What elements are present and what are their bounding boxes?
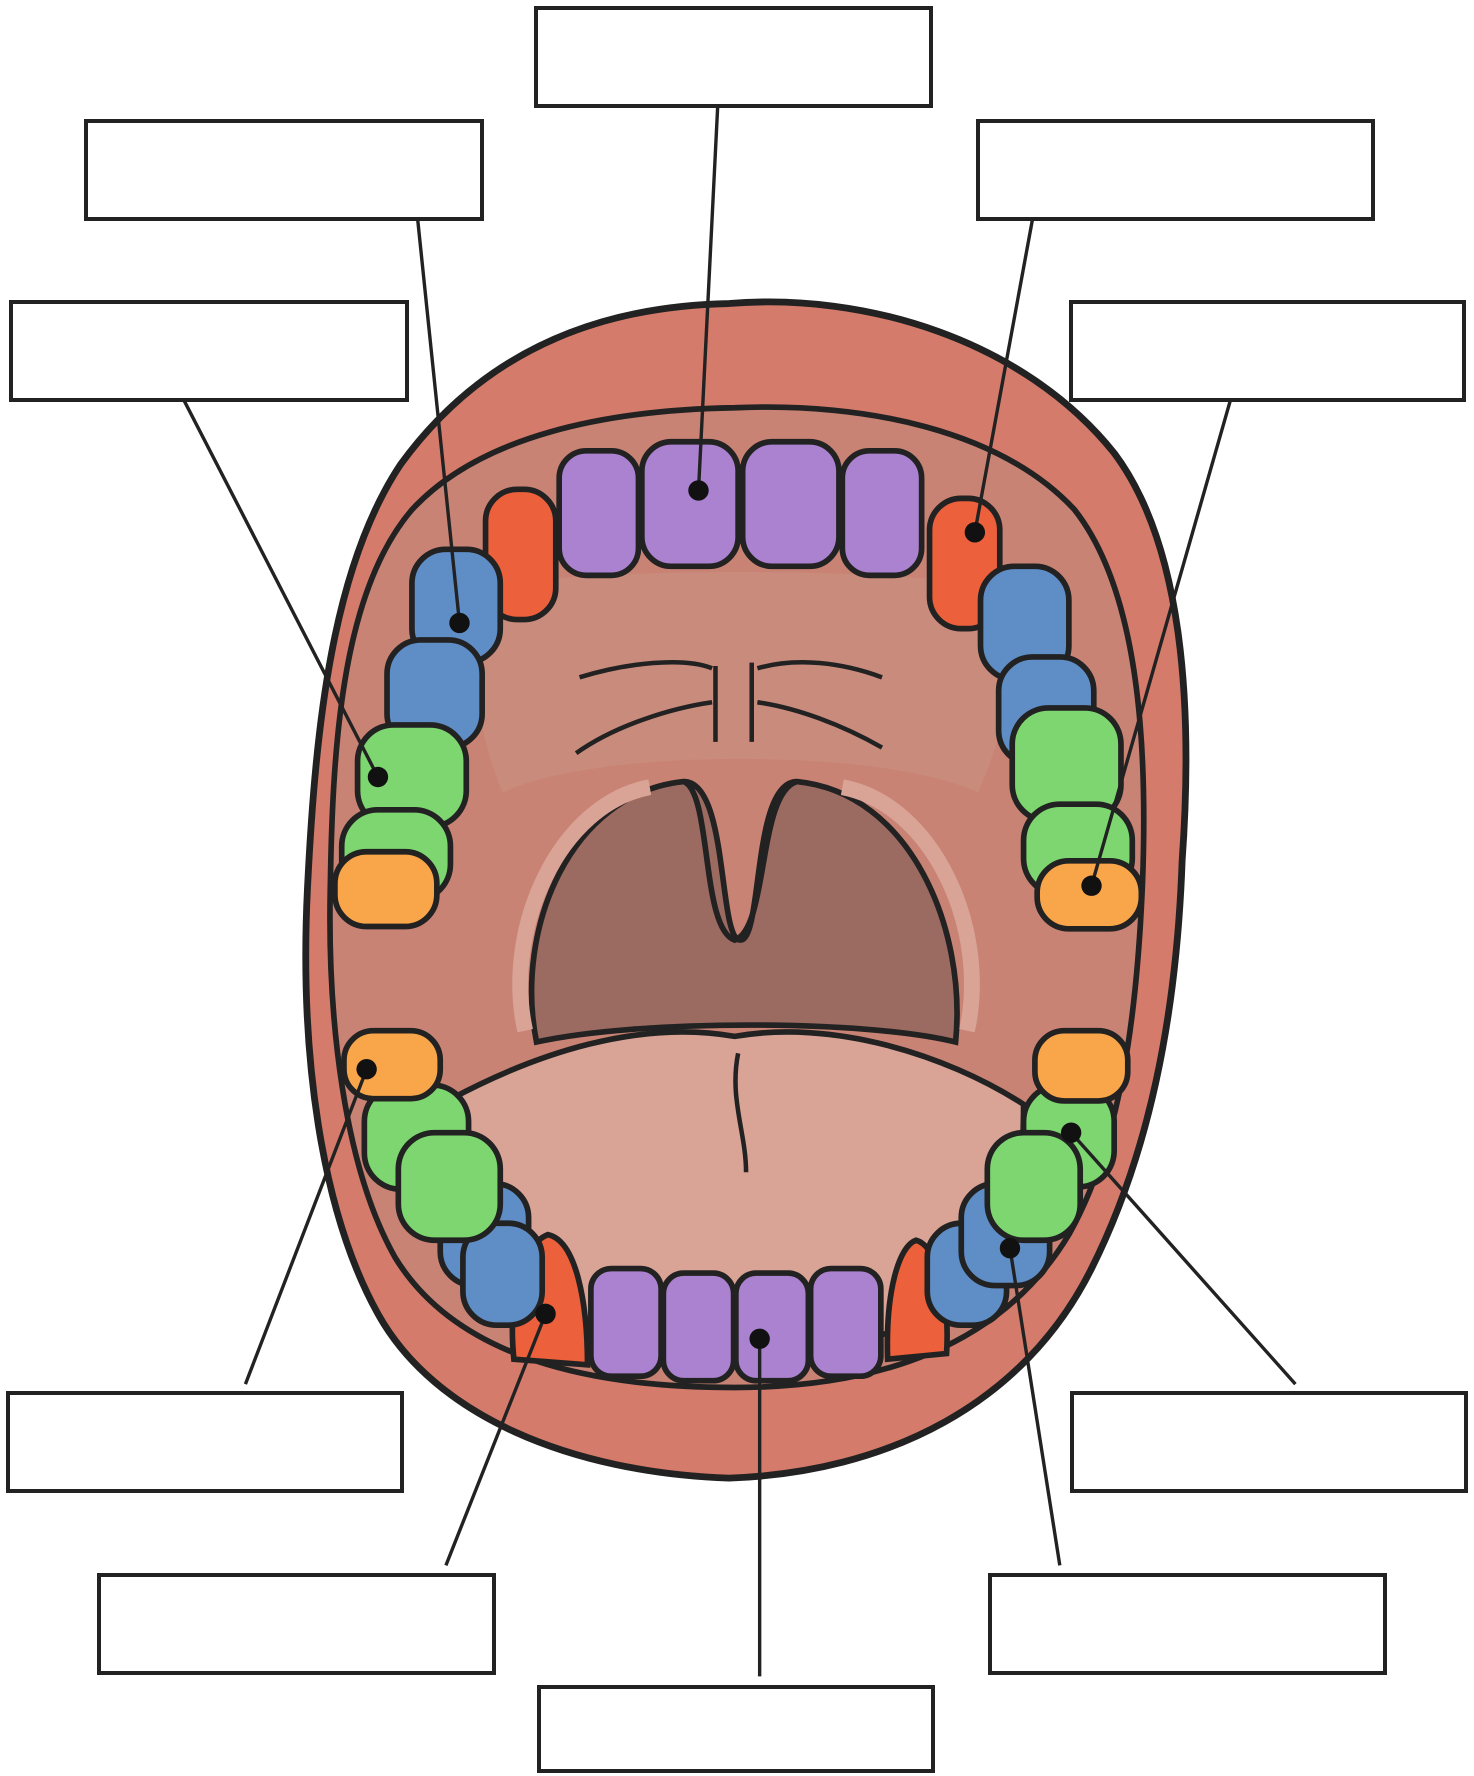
- label-box-bottom-left[interactable]: [97, 1573, 496, 1675]
- leader-lower-right: [1071, 1133, 1295, 1384]
- label-box-top-right[interactable]: [976, 119, 1375, 221]
- label-box-top-left[interactable]: [84, 119, 484, 221]
- label-box-bottom-center[interactable]: [537, 1685, 935, 1773]
- label-box-upper-right[interactable]: [1069, 300, 1466, 402]
- lower-incisors: [591, 1269, 881, 1381]
- label-box-upper-left[interactable]: [9, 300, 409, 402]
- label-box-lower-left[interactable]: [6, 1391, 404, 1493]
- label-box-lower-right[interactable]: [1070, 1391, 1468, 1493]
- label-box-bottom-right[interactable]: [988, 1573, 1387, 1675]
- label-box-top-center[interactable]: [534, 6, 933, 108]
